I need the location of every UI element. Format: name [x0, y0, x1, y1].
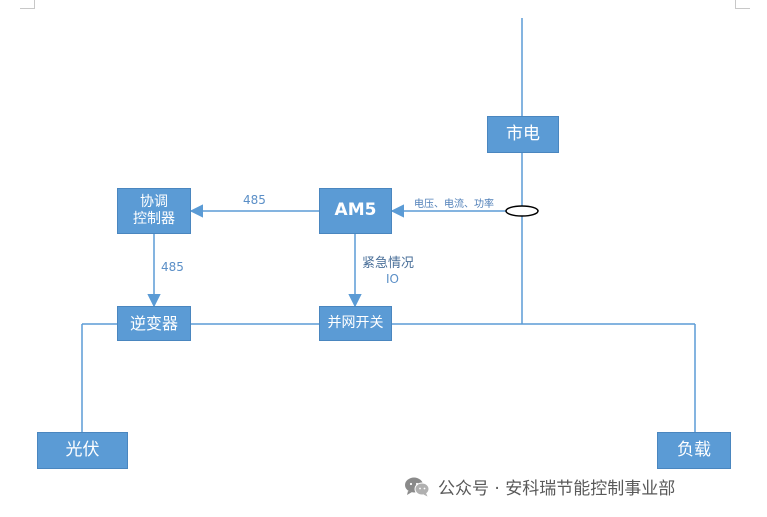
- coordinator-to-inverter-label: 485: [161, 260, 184, 274]
- coordinator-node-label-line2: 控制器: [133, 211, 175, 227]
- grid-node: 市电: [487, 116, 559, 153]
- am5-node: AM5: [319, 188, 392, 234]
- watermark-text: 公众号 · 安科瑞节能控制事业部: [438, 479, 676, 499]
- am5-node-label: AM5: [334, 200, 377, 221]
- inverter-node-label: 逆变器: [129, 313, 178, 333]
- am5-to-coordinator-label: 485: [243, 193, 266, 207]
- load-node: 负载: [657, 432, 731, 469]
- grid-switch-node: 并网开关: [319, 306, 392, 341]
- inverter-node: 逆变器: [117, 306, 191, 341]
- grid-switch-node-label: 并网开关: [327, 314, 384, 331]
- emergency-label: 紧急情况: [362, 256, 415, 271]
- pv-node: 光伏: [37, 432, 128, 469]
- page-corner-mark-left: [20, 0, 35, 9]
- page-corner-mark-right: [735, 0, 750, 9]
- watermark: 公众号 · 安科瑞节能控制事业部: [404, 474, 675, 499]
- load-node-label: 负载: [677, 439, 711, 460]
- pv-node-label: 光伏: [65, 439, 100, 460]
- coordinator-node-label-line1: 协调: [140, 193, 168, 210]
- coordinator-node: 协调 控制器: [117, 188, 191, 234]
- measurement-label: 电压、电流、功率: [414, 199, 494, 210]
- current-transformer-icon: [505, 205, 539, 217]
- grid-node-label: 市电: [506, 123, 540, 144]
- wechat-icon: [405, 477, 430, 496]
- io-label: IO: [386, 272, 399, 286]
